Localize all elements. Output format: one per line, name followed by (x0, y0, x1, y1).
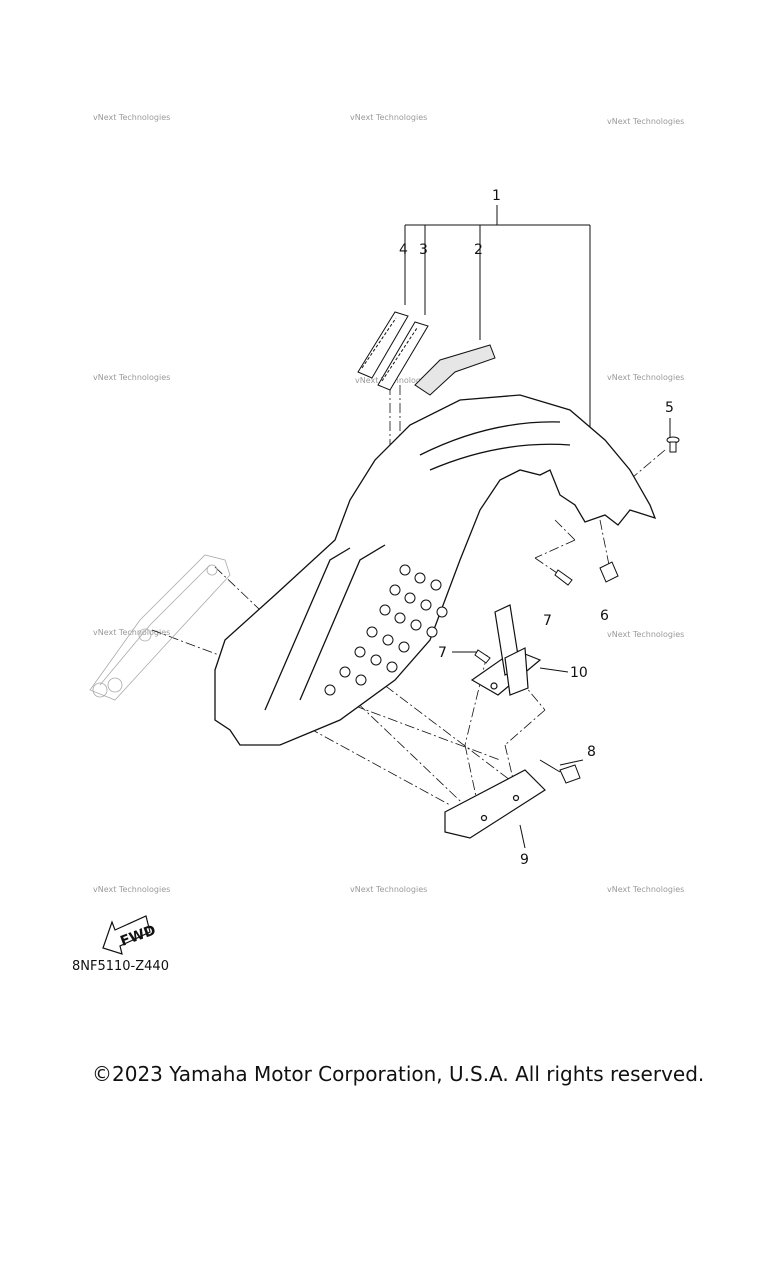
rivet-7 (474, 569, 573, 664)
rear-fender (214, 394, 657, 746)
leader-lines (404, 205, 671, 849)
callout-5: 5 (665, 400, 674, 416)
callout-9: 9 (520, 852, 529, 868)
copyright-notice: ©2023 Yamaha Motor Corporation, U.S.A. A… (92, 1062, 705, 1086)
plate-9 (444, 769, 546, 839)
watermark: vNext Technologies (350, 113, 427, 122)
callout-2: 2 (474, 242, 483, 258)
callout-7: 7 (543, 613, 552, 629)
bracket-10 (470, 604, 542, 696)
bolt-5 (666, 436, 680, 453)
callout-6: 6 (600, 608, 609, 624)
damper-pad-2 (414, 344, 496, 396)
watermark: vNext Technologies (93, 113, 170, 122)
callout-10: 10 (570, 665, 588, 681)
diagram-code: 8NF5110-Z440 (72, 959, 169, 974)
swingarm (89, 554, 231, 701)
callout-numbers: 1 4 3 2 5 6 7 7 10 8 9 (399, 188, 674, 868)
watermark: vNext Technologies (607, 885, 684, 894)
nut-6 (599, 561, 619, 583)
watermark: vNext Technologies (93, 628, 170, 637)
watermark: vNext Technologies (93, 885, 170, 894)
callout-7: 7 (438, 645, 447, 661)
emblem-4 (357, 311, 409, 379)
callout-3: 3 (419, 242, 428, 258)
watermark: vNext Technologies (607, 373, 684, 382)
callout-1: 1 (492, 188, 501, 204)
watermark: vNext Technologies (350, 885, 427, 894)
fender-vent-holes (324, 564, 448, 696)
watermark: vNext Technologies (607, 117, 684, 126)
fwd-arrow-icon: FWD (102, 915, 158, 955)
emblem-3 (377, 321, 429, 391)
callout-4: 4 (399, 242, 408, 258)
watermark: vNext Technologies (607, 630, 684, 639)
watermark: vNext Technologies (93, 373, 170, 382)
callout-8: 8 (587, 744, 596, 760)
bolt-8 (539, 759, 581, 784)
